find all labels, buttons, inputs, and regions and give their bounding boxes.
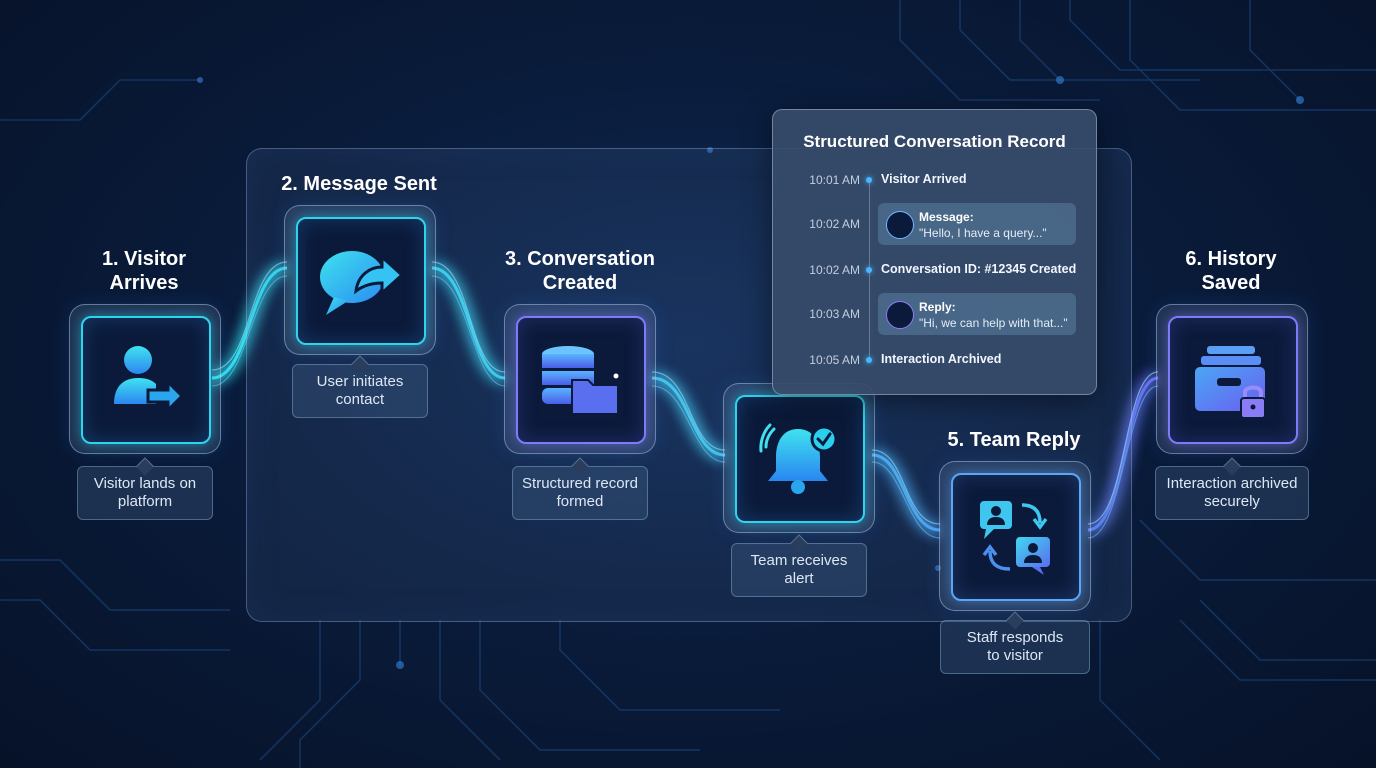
entry-4-label: Reply:	[919, 300, 956, 314]
database-folder-icon	[542, 346, 619, 415]
step-2-title: 2. Message Sent	[281, 173, 437, 195]
step-4-caption: Team receives alert	[731, 534, 867, 597]
conversation-record-card: Structured Conversation Record 10:01 AM …	[772, 109, 1097, 395]
step-3-node	[504, 304, 656, 454]
step-5-caption-text: Staff responds to visitor	[966, 629, 1064, 664]
step-1-caption: Visitor lands on platform	[77, 457, 213, 520]
step-6-caption: Interaction archived securely	[1155, 457, 1309, 520]
bell-check-icon	[759, 423, 838, 494]
entry-1-text: Visitor Arrived	[881, 172, 967, 186]
step-1-node	[69, 304, 221, 454]
step-2-node	[284, 205, 436, 355]
archive-lock-icon	[1195, 346, 1266, 419]
step-2-caption: User initiates contact	[292, 355, 428, 418]
entry-2-text: "Hello, I have a query..."	[919, 226, 1047, 240]
record-title: Structured Conversation Record	[803, 132, 1066, 151]
avatar-icon	[886, 301, 914, 329]
step-3-title: 3. Conversation Created	[504, 248, 656, 294]
step-3-caption: Structured record formed	[512, 457, 648, 520]
entry-5-text: Interaction Archived	[881, 352, 1002, 366]
step-6-caption-text: Interaction archived securely	[1166, 475, 1298, 510]
step-6-title: 6. History Saved	[1185, 248, 1277, 294]
step-4-node	[723, 383, 875, 533]
entry-2-label: Message:	[919, 210, 974, 224]
entry-1-dot	[866, 177, 872, 183]
chat-forward-icon	[320, 251, 405, 315]
step-1-caption-text: Visitor lands on platform	[93, 475, 197, 510]
user-arrow-icon	[114, 346, 185, 414]
step-5-node	[939, 461, 1091, 611]
entry-4-time: 10:03 AM	[809, 307, 860, 321]
entry-3-dot	[866, 267, 872, 273]
entry-2-time: 10:02 AM	[809, 217, 860, 231]
entry-4-text: "Hi, we can help with that..."	[919, 316, 1068, 330]
step-3-caption-text: Structured record formed	[522, 475, 638, 510]
step-5-caption: Staff responds to visitor	[940, 611, 1090, 674]
avatar-icon	[886, 211, 914, 239]
step-1-title: 1. Visitor Arrives	[101, 248, 187, 294]
step-2-caption-text: User initiates contact	[316, 373, 404, 408]
reply-bubble: Reply: "Hi, we can help with that..."	[878, 293, 1076, 335]
message-bubble: Message: "Hello, I have a query..."	[878, 203, 1076, 245]
chat-exchange-icon	[980, 501, 1050, 575]
step-5-title: 5. Team Reply	[947, 429, 1081, 451]
entry-5-dot	[866, 357, 872, 363]
entry-3-time: 10:02 AM	[809, 263, 860, 277]
entry-5-time: 10:05 AM	[809, 353, 860, 367]
step-4-caption-text: Team receives alert	[750, 552, 848, 587]
entry-3-text: Conversation ID: #12345 Created	[881, 262, 1077, 276]
entry-1-time: 10:01 AM	[809, 173, 860, 187]
step-6-node	[1156, 304, 1308, 454]
